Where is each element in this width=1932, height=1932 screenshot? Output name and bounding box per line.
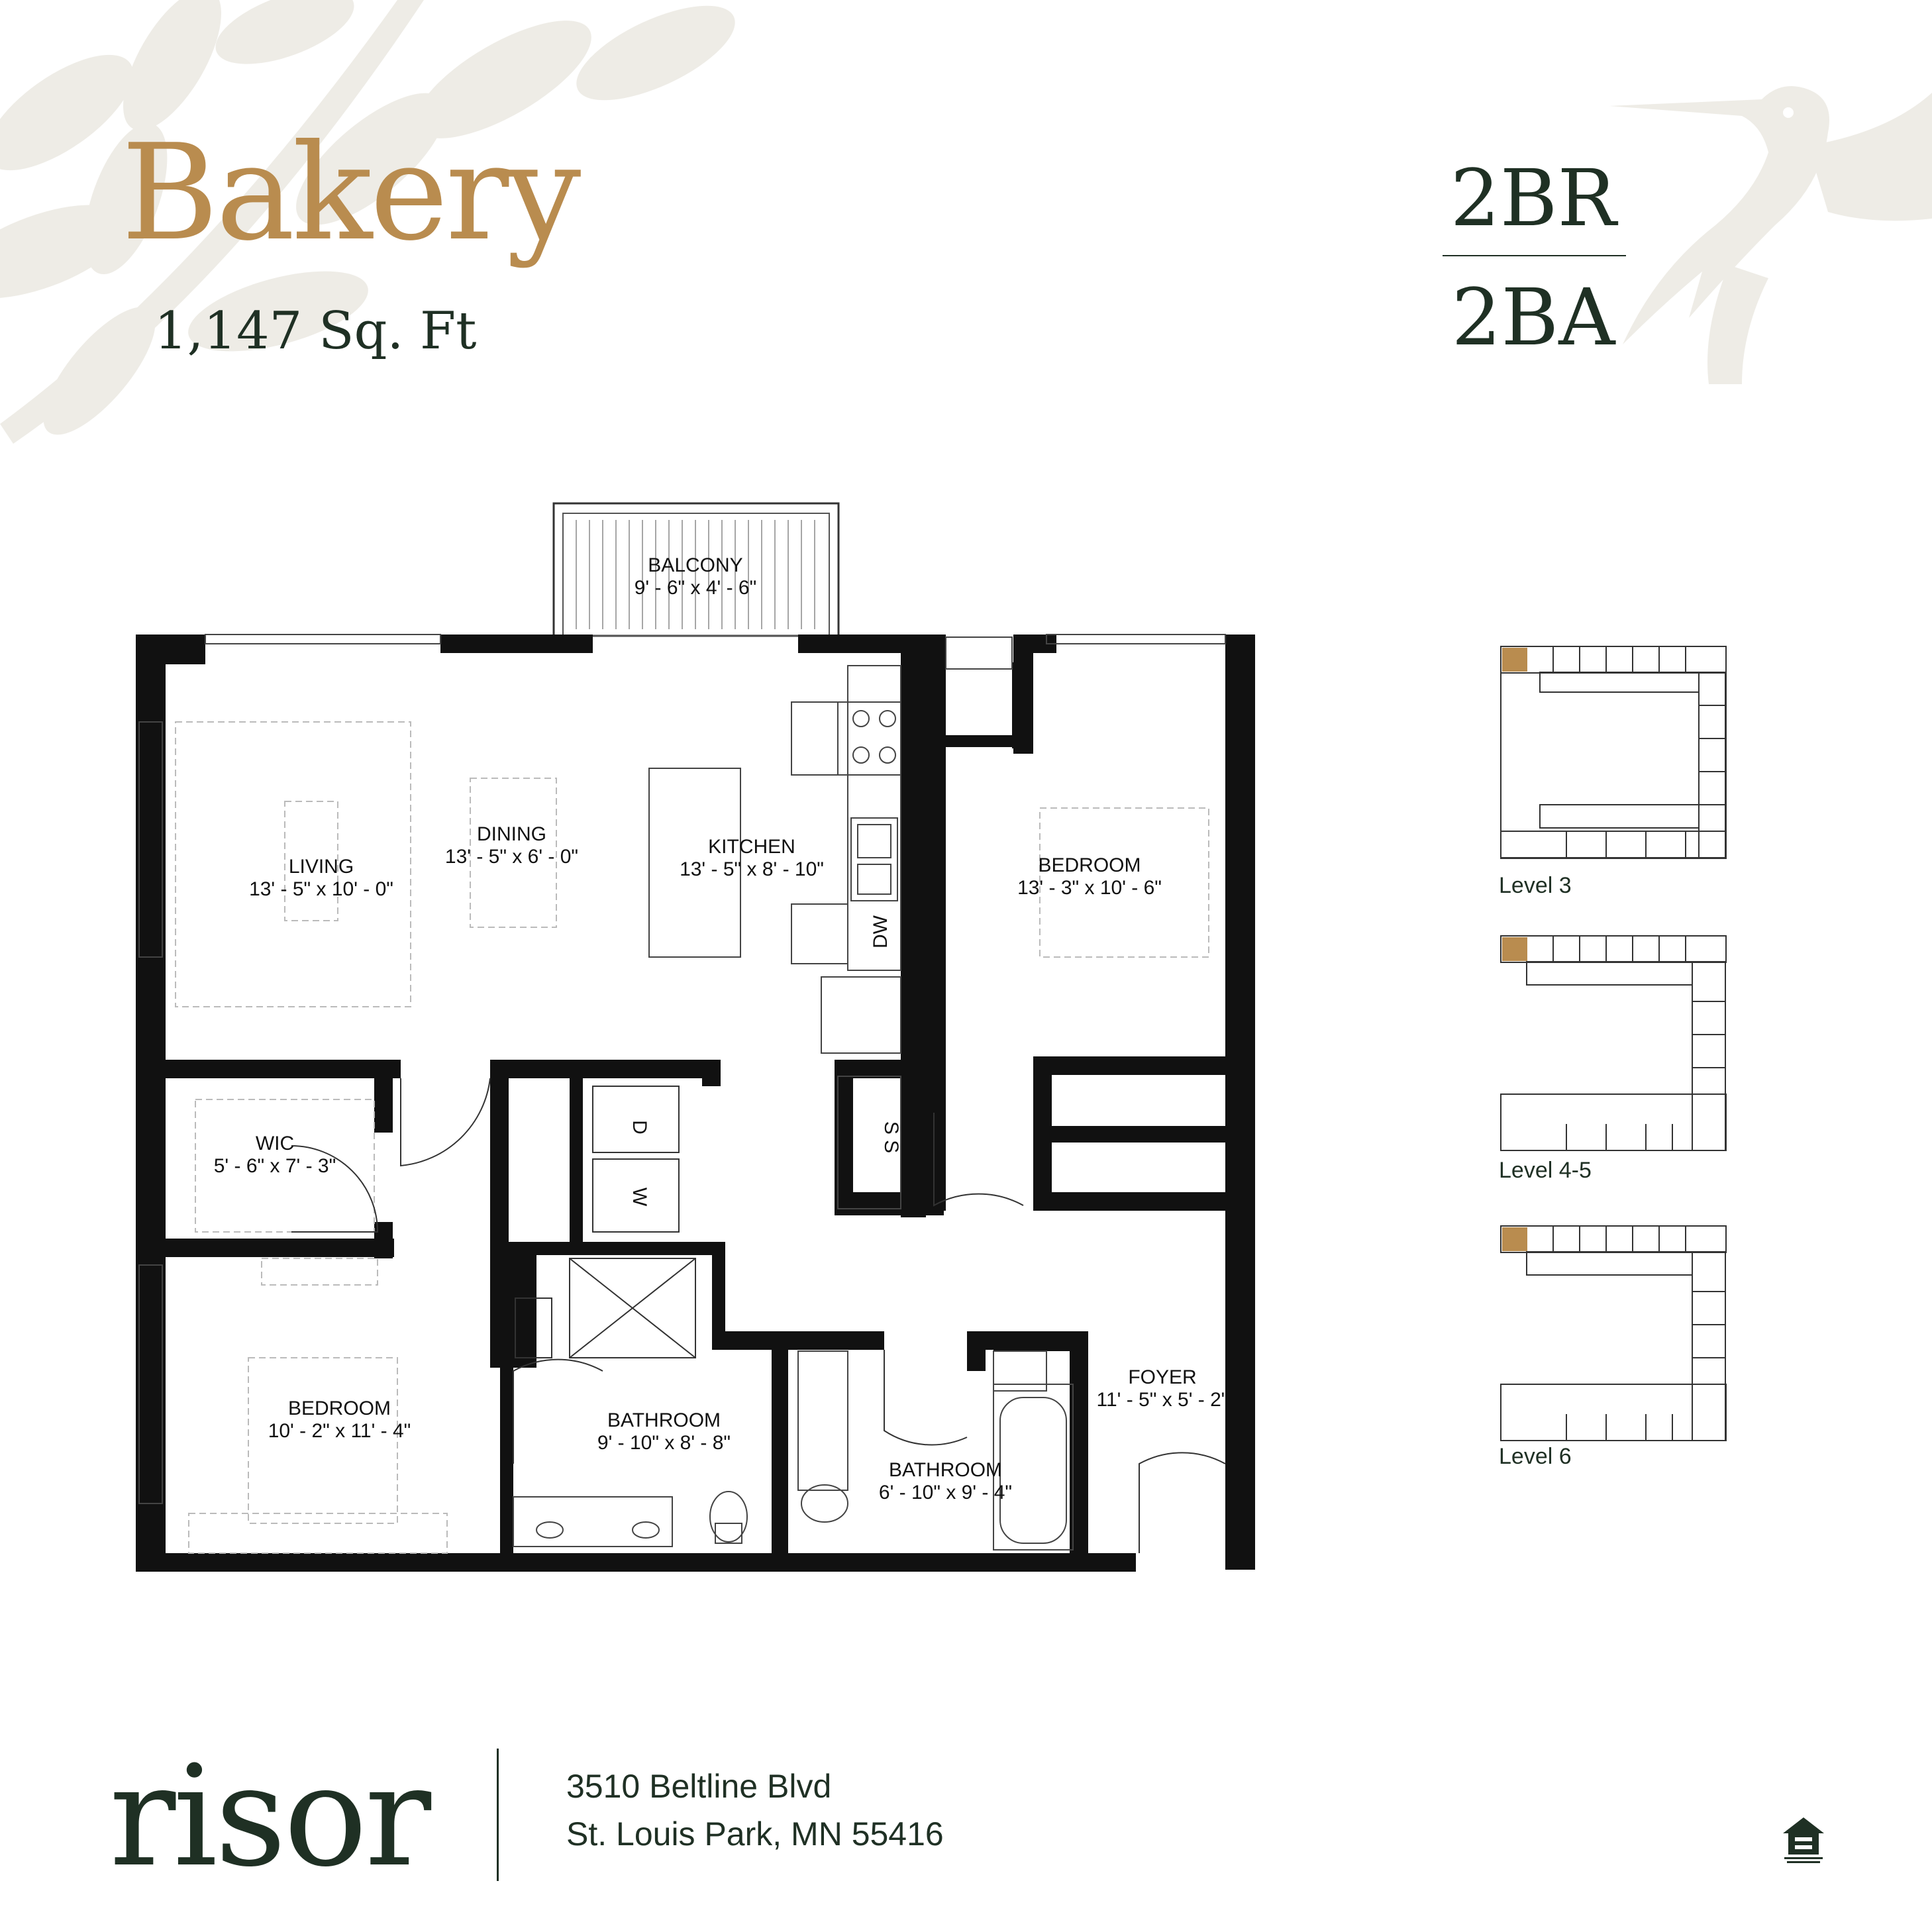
brand-logo: risor <box>109 1735 431 1898</box>
living-label: LIVING 13' - 5" x 10' - 0" <box>235 856 407 901</box>
dryer-label: D <box>629 1120 650 1135</box>
bathroom2-label: BATHROOM 6' - 10" x 9' - 4" <box>864 1459 1027 1504</box>
balcony-dims: 9' - 6" x 4' - 6" <box>634 577 757 599</box>
kitchen-label: KITCHEN 13' - 5" x 8' - 10" <box>666 836 838 881</box>
balcony-outline <box>552 502 840 637</box>
level-3-plan <box>1500 646 1727 859</box>
bedroom2-dims: 10' - 2" x 11' - 4" <box>268 1420 411 1442</box>
divider-rule <box>1443 255 1626 256</box>
living-dims: 13' - 5" x 10' - 0" <box>249 878 393 900</box>
equal-housing-opportunity-icon <box>1783 1817 1824 1863</box>
living-name: LIVING <box>288 856 354 878</box>
bathroom2-dims: 6' - 10" x 9' - 4" <box>878 1482 1013 1503</box>
bedroom1-name: BEDROOM <box>1038 854 1141 876</box>
address-line2: St. Louis Park, MN 55416 <box>566 1815 944 1853</box>
wic-name: WIC <box>255 1133 295 1154</box>
level-4-5-label: Level 4-5 <box>1499 1158 1592 1183</box>
dining-name: DINING <box>477 823 546 845</box>
balcony-name: BALCONY <box>648 554 743 576</box>
kitchen-dims: 13' - 5" x 8' - 10" <box>680 858 824 880</box>
wic-dims: 5' - 6" x 7' - 3" <box>213 1155 336 1177</box>
address-line1: 3510 Beltline Blvd <box>566 1768 832 1805</box>
level-3-label: Level 3 <box>1499 873 1572 898</box>
bathroom1-name: BATHROOM <box>607 1409 721 1431</box>
leaf-decoration <box>0 0 735 444</box>
bathroom-count: 2BA <box>1451 272 1615 363</box>
level-6-plan <box>1500 1225 1727 1441</box>
hummingbird-decoration <box>1609 86 1932 384</box>
foyer-name: FOYER <box>1128 1366 1197 1388</box>
level-6-label: Level 6 <box>1499 1444 1572 1469</box>
dining-dims: 13' - 5" x 6' - 0" <box>444 846 579 868</box>
level-4-5-plan <box>1500 935 1727 1151</box>
dining-label: DINING 13' - 5" x 6' - 0" <box>431 823 593 868</box>
bedroom2-name: BEDROOM <box>287 1398 391 1419</box>
shelving-label: S S <box>880 1121 902 1154</box>
wic-label: WIC 5' - 6" x 7' - 3" <box>199 1133 351 1178</box>
foyer-dims: 11' - 5" x 5' - 2" <box>1096 1389 1229 1411</box>
bathroom1-label: BATHROOM 9' - 10" x 8' - 8" <box>583 1409 745 1454</box>
bedroom2-label: BEDROOM 10' - 2" x 11' - 4" <box>255 1398 424 1443</box>
bathroom1-dims: 9' - 10" x 8' - 8" <box>597 1432 731 1454</box>
bathroom2-name: BATHROOM <box>888 1459 1003 1481</box>
dishwasher-label: DW <box>870 915 891 948</box>
kitchen-name: KITCHEN <box>708 836 795 858</box>
washer-label: W <box>629 1187 650 1207</box>
bedroom1-dims: 13' - 3" x 10' - 6" <box>1017 877 1162 899</box>
bedroom-count: 2BR <box>1450 152 1617 244</box>
unit-name: Bakery <box>121 116 581 270</box>
footer-divider <box>497 1749 499 1881</box>
bedroom1-label: BEDROOM 13' - 3" x 10' - 6" <box>1000 854 1179 899</box>
balcony-label: BALCONY 9' - 6" x 4' - 6" <box>623 554 768 599</box>
foyer-label: FOYER 11' - 5" x 5' - 2" <box>1086 1366 1239 1411</box>
square-footage: 1,147 Sq. Ft <box>154 301 477 361</box>
